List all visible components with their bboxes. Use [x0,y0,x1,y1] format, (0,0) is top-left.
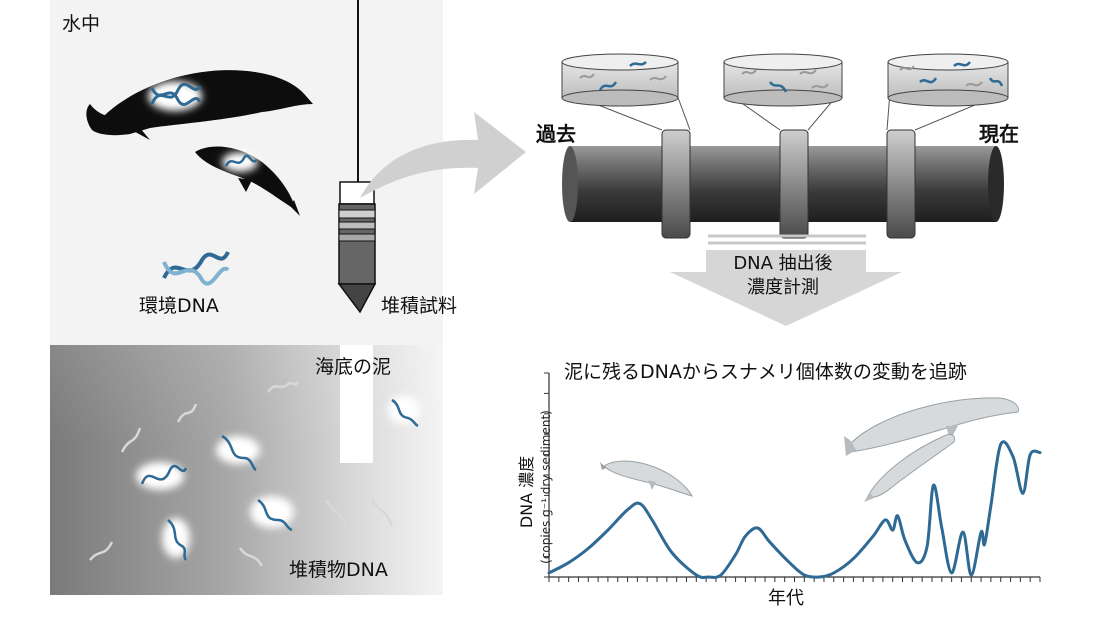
magnified-disc-past [561,53,679,107]
sediment-sample-label: 堆積試料 [381,295,458,317]
finless-porpoise-illustration-mid [864,433,955,502]
process-arrow [360,112,526,198]
large-whale-silhouette [86,70,313,140]
sediment-dna-faded [89,381,394,567]
chart-ticks [544,372,1041,582]
water-label: 水中 [62,13,101,35]
separator-lines [708,234,866,245]
extraction-line-2: 濃度計測 [747,277,819,298]
sediment-core-cylinder [562,129,1004,239]
extraction-arrow [670,250,902,326]
chart-title: 泥に残るDNAからスナメリ個体数の変動を追跡 [564,361,967,383]
sediment-core-icon [337,181,377,314]
sediment-dna-glowing [136,396,420,561]
magnified-disc-present [887,53,1009,107]
core-hole [340,345,373,463]
finless-porpoise-illustration-small [600,460,693,497]
finless-porpoise-illustration-large [844,397,1019,456]
seafloor-mud-label: 海底の泥 [315,356,392,378]
environmental-dna-label: 環境DNA [139,295,219,317]
extraction-line-1: DNA 抽出後 [733,253,833,274]
sediment-dna-label: 堆積物DNA [289,559,388,581]
dna-icon-whale-small [222,152,258,172]
small-whale-silhouette [195,146,300,216]
extraction-step-label: DNA 抽出後 濃度計測 [706,252,860,304]
dna-icon-whale-large [148,81,202,111]
dna-concentration-line [547,440,1042,579]
x-axis-label: 年代 [768,588,804,609]
dna-icon-water [162,251,230,286]
magnified-disc-middle [723,53,843,107]
past-label: 過去 [536,122,576,146]
present-label: 現在 [979,122,1019,146]
